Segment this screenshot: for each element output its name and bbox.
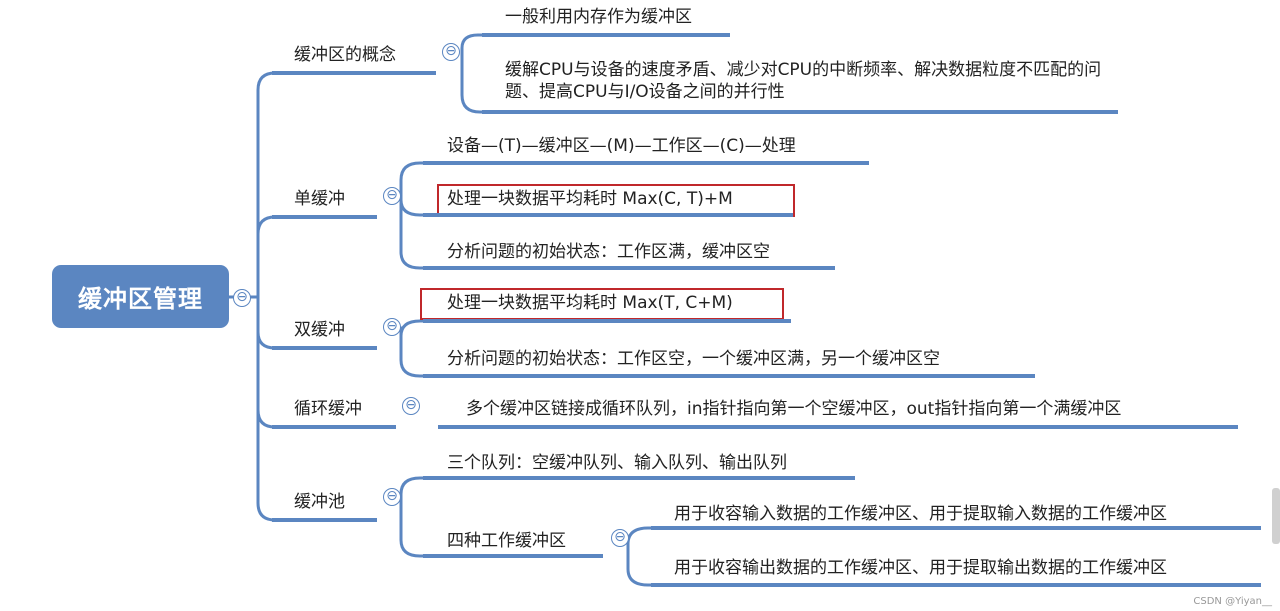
branch-underline	[272, 425, 396, 429]
leaf-single-initial-state: 分析问题的初始状态：工作区满，缓冲区空	[447, 242, 770, 262]
leaf-three-queues: 三个队列：空缓冲队列、输入队列、输出队列	[447, 453, 787, 473]
watermark: CSDN @Yiyan__	[1193, 596, 1272, 607]
branch-underline	[272, 346, 377, 350]
leaf-buffer-purpose: 缓解CPU与设备的速度矛盾、减少对CPU的中断频率、解决数据粒度不匹配的问题、提…	[505, 60, 1102, 102]
leaf-underline	[423, 374, 1035, 378]
leaf-input-work-buffers: 用于收容输入数据的工作缓冲区、用于提取输入数据的工作缓冲区	[674, 504, 1167, 524]
subbranch-four-work-buffers[interactable]: 四种工作缓冲区	[447, 531, 566, 551]
leaf-underline	[482, 33, 730, 37]
collapse-root-icon[interactable]: ⊖	[233, 289, 251, 307]
leaf-memory-as-buffer: 一般利用内存作为缓冲区	[505, 7, 692, 27]
collapse-buffer-concept-icon[interactable]: ⊖	[442, 43, 460, 61]
branch-circular-buffer[interactable]: 循环缓冲	[294, 399, 362, 419]
branch-single-buffer[interactable]: 单缓冲	[294, 189, 345, 209]
branch-buffer-concept[interactable]: 缓冲区的概念	[294, 45, 396, 65]
leaf-single-time: 处理一块数据平均耗时 Max(C, T)+M	[447, 189, 733, 209]
leaf-underline	[438, 425, 1238, 429]
collapse-double-buffer-icon[interactable]: ⊖	[383, 318, 401, 336]
leaf-underline	[423, 476, 855, 480]
leaf-double-time: 处理一块数据平均耗时 Max(T, C+M)	[447, 293, 733, 313]
leaf-double-initial-state: 分析问题的初始状态：工作区空，一个缓冲区满，另一个缓冲区空	[447, 349, 940, 369]
leaf-single-pipeline: 设备—(T)—缓冲区—(M)—工作区—(C)—处理	[447, 136, 796, 156]
branch-buffer-pool[interactable]: 缓冲池	[294, 492, 345, 512]
leaf-underline	[651, 526, 1261, 530]
side-scroll-handle[interactable]	[1272, 488, 1280, 544]
leaf-output-work-buffers: 用于收容输出数据的工作缓冲区、用于提取输出数据的工作缓冲区	[674, 558, 1167, 578]
root-node[interactable]: 缓冲区管理	[52, 265, 229, 328]
leaf-circular-desc: 多个缓冲区链接成循环队列，in指针指向第一个空缓冲区，out指针指向第一个满缓冲…	[466, 399, 1122, 419]
leaf-underline	[651, 583, 1261, 587]
branch-double-buffer[interactable]: 双缓冲	[294, 320, 345, 340]
branch-underline	[423, 554, 603, 558]
leaf-underline	[423, 161, 869, 165]
branch-underline	[272, 215, 377, 219]
leaf-underline	[423, 319, 791, 323]
branch-underline	[272, 71, 436, 75]
leaf-underline	[482, 110, 1118, 114]
collapse-single-buffer-icon[interactable]: ⊖	[383, 187, 401, 205]
branch-underline	[272, 518, 377, 522]
leaf-underline	[423, 213, 793, 217]
collapse-circular-buffer-icon[interactable]: ⊖	[402, 397, 420, 415]
collapse-four-work-buffers-icon[interactable]: ⊖	[611, 529, 629, 547]
leaf-underline	[423, 266, 835, 270]
collapse-buffer-pool-icon[interactable]: ⊖	[383, 488, 401, 506]
